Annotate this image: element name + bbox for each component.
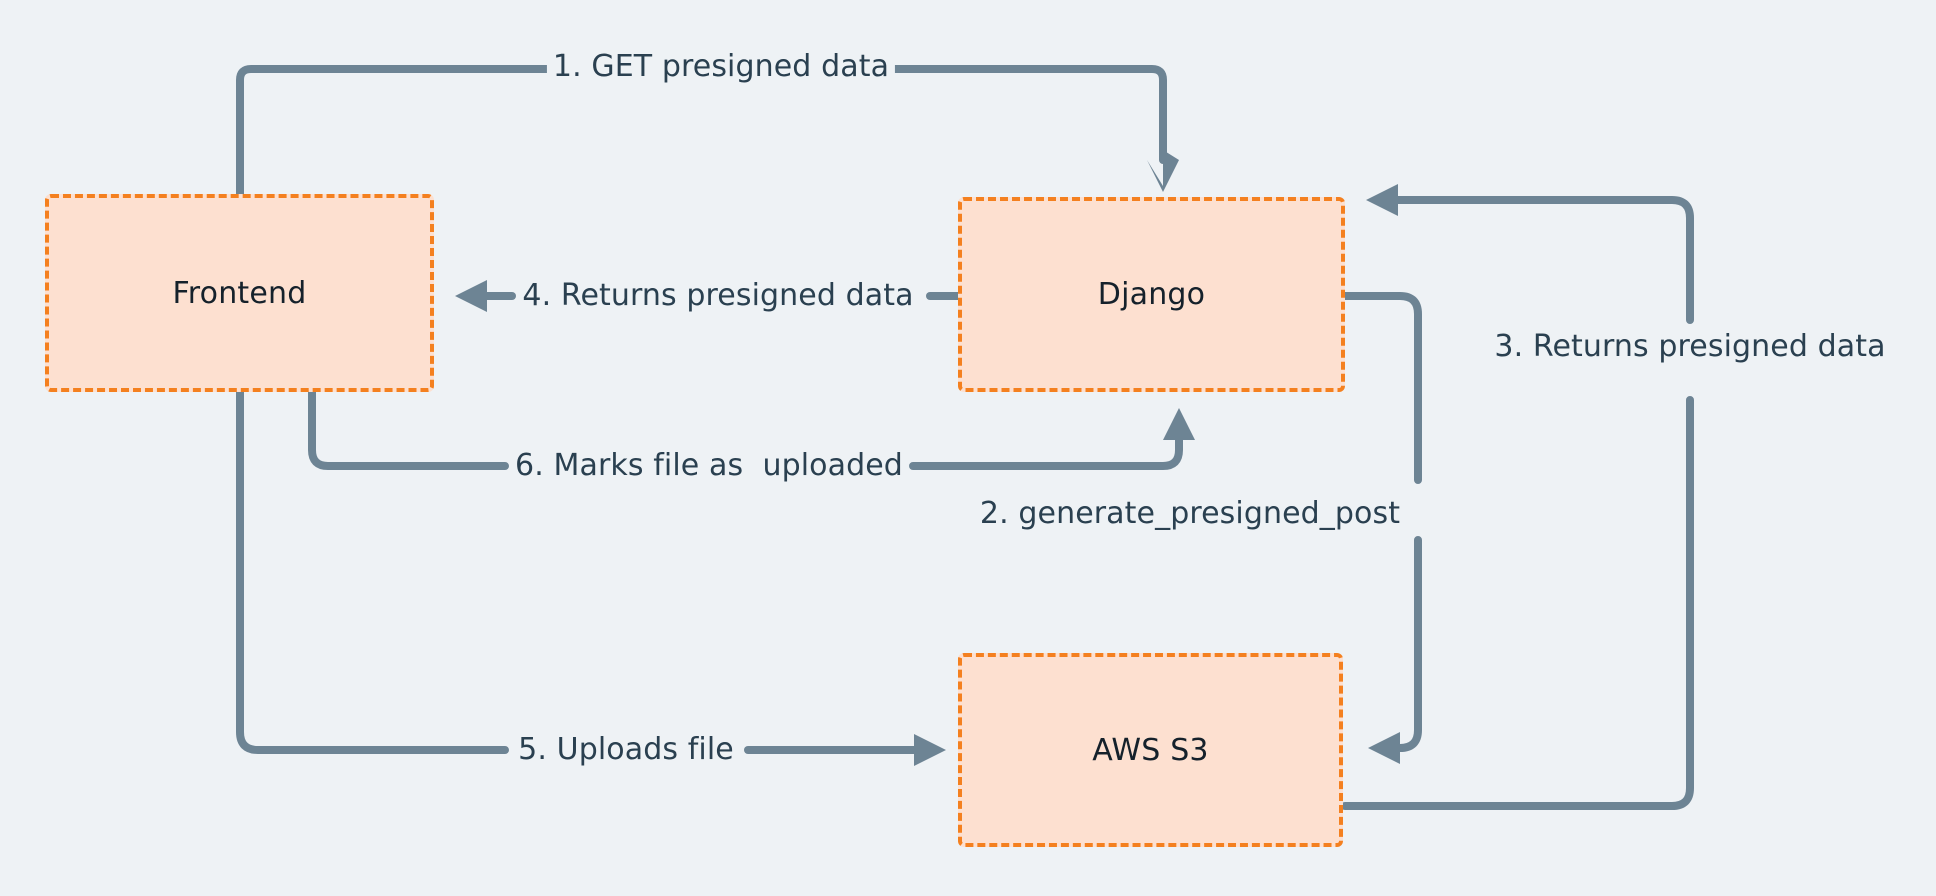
node-aws-s3[interactable]: AWS S3 [958,653,1343,847]
edge-6-path [308,388,1195,470]
edge-label-2-generate-presigned-post: 2. generate_presigned_post [973,496,1407,532]
edge-3-path [1341,184,1694,810]
node-aws-s3-label: AWS S3 [1092,732,1209,768]
node-frontend[interactable]: Frontend [45,194,434,392]
edge-1-path [236,65,1179,198]
edge-label-6-marks-file-as-uploaded: 6. Marks file as uploaded [509,448,909,484]
edge-label-1-get-presigned-data: 1. GET presigned data [546,49,896,85]
edge-label-5-uploads-file: 5. Uploads file [512,732,740,768]
node-django[interactable]: Django [958,197,1345,392]
edge-4-path [455,280,962,312]
edge-label-3-returns-presigned-data: 3. Returns presigned data [1488,329,1892,365]
edge-2-path [1341,292,1422,764]
edge-5-path [236,388,946,766]
edge-label-4-returns-presigned-data: 4. Returns presigned data [516,278,920,314]
node-frontend-label: Frontend [172,275,307,311]
node-django-label: Django [1097,277,1206,312]
